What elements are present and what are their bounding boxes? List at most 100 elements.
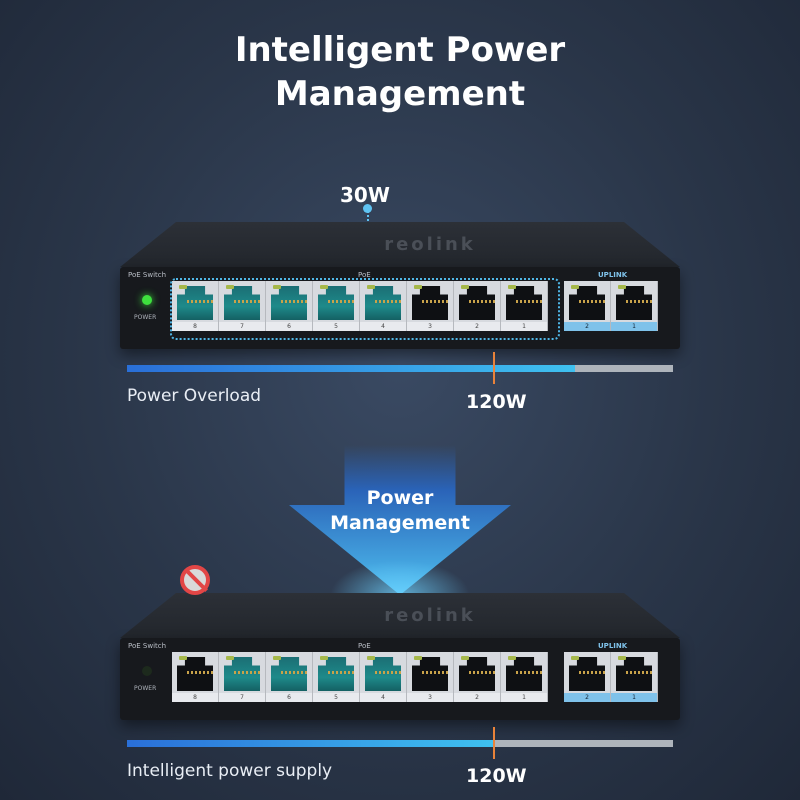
port-number: 5 xyxy=(313,693,359,702)
poe-label: PoE xyxy=(358,271,371,279)
rj45-jack xyxy=(224,657,260,691)
port-pins xyxy=(516,671,542,674)
poe-port-3: 3 xyxy=(407,652,454,702)
port-number: 3 xyxy=(407,322,453,331)
port-led xyxy=(461,285,469,289)
rj45-jack xyxy=(459,657,495,691)
poe-port-8: 8 xyxy=(172,281,219,331)
uplink-port-2: 2 xyxy=(564,281,611,331)
power-bar-fill xyxy=(127,740,493,747)
power-led xyxy=(142,295,152,305)
port-number: 2 xyxy=(454,693,500,702)
title-line-1: Intelligent Power xyxy=(234,30,566,70)
port-pins xyxy=(579,300,605,303)
port-led xyxy=(320,285,328,289)
poe-port-4: 4 xyxy=(360,281,407,331)
port-pins xyxy=(234,671,260,674)
power-limit-marker xyxy=(492,352,495,384)
uplink-port-2: 2 xyxy=(564,652,611,702)
switch-name: PoE Switch xyxy=(128,271,167,279)
poe-port-5: 5 xyxy=(313,652,360,702)
power-bar-top xyxy=(127,352,673,384)
brand-logo: reolink xyxy=(384,605,476,626)
poe-label: PoE xyxy=(358,642,371,650)
port-number: 6 xyxy=(266,693,312,702)
poe-port-6: 6 xyxy=(266,281,313,331)
rj45-jack xyxy=(365,657,401,691)
port-pins xyxy=(187,300,213,303)
port-pins xyxy=(626,300,652,303)
port-number: 1 xyxy=(611,693,657,702)
port-number: 6 xyxy=(266,322,312,331)
rj45-jack xyxy=(271,657,307,691)
rj45-jack xyxy=(412,657,448,691)
title-line-2: Management xyxy=(274,74,526,114)
port-pins xyxy=(469,671,495,674)
port-led xyxy=(179,656,187,660)
poe-port-4: 4 xyxy=(360,652,407,702)
switch-name: PoE Switch xyxy=(128,642,167,650)
port-number: 2 xyxy=(564,693,610,702)
port-led xyxy=(320,656,328,660)
port-number: 2 xyxy=(564,322,610,331)
poe-port-3: 3 xyxy=(407,281,454,331)
port-number: 7 xyxy=(219,693,265,702)
poe-port-8: 8 xyxy=(172,652,219,702)
rj45-jack xyxy=(616,286,652,320)
port-led xyxy=(367,285,375,289)
rj45-jack xyxy=(318,657,354,691)
rj45-jack xyxy=(616,657,652,691)
switch-top-cover xyxy=(120,222,680,267)
port-led xyxy=(226,285,234,289)
poe-port-1: 1 xyxy=(501,652,548,702)
status-text-bottom: Intelligent power supply xyxy=(127,761,333,781)
power-bar-fill xyxy=(127,365,575,372)
port-pins xyxy=(281,671,307,674)
poe-port-5: 5 xyxy=(313,281,360,331)
power-led xyxy=(142,666,152,676)
port-pins xyxy=(187,671,213,674)
power-label: POWER xyxy=(134,685,157,692)
port-pins xyxy=(422,671,448,674)
port-led xyxy=(414,285,422,289)
port-led xyxy=(367,656,375,660)
port-number: 3 xyxy=(407,693,453,702)
port-pins xyxy=(328,671,354,674)
rj45-jack xyxy=(177,657,213,691)
poe-port-7: 7 xyxy=(219,281,266,331)
port-pins xyxy=(626,671,652,674)
port-led xyxy=(618,656,626,660)
port-number: 4 xyxy=(360,693,406,702)
arrow-label-line-2: Management xyxy=(330,512,470,534)
port-led xyxy=(618,285,626,289)
uplink-port-1: 1 xyxy=(611,281,658,331)
port-pins xyxy=(328,300,354,303)
port-number: 7 xyxy=(219,322,265,331)
power-label: POWER xyxy=(134,314,157,321)
poe-port-7: 7 xyxy=(219,652,266,702)
port-led xyxy=(414,656,422,660)
port-number: 1 xyxy=(501,322,547,331)
port-number: 8 xyxy=(172,693,218,702)
arrow-label: Power Management xyxy=(289,486,511,536)
rj45-jack xyxy=(569,286,605,320)
poe-port-6: 6 xyxy=(266,652,313,702)
port-led xyxy=(273,285,281,289)
power-bar-bottom xyxy=(127,727,673,759)
brand-logo: reolink xyxy=(384,234,476,255)
poe-port-2: 2 xyxy=(454,281,501,331)
poe-port-1: 1 xyxy=(501,281,548,331)
port-number: 5 xyxy=(313,322,359,331)
port-pins xyxy=(579,671,605,674)
port-number: 2 xyxy=(454,322,500,331)
arrow-label-line-1: Power xyxy=(366,487,434,509)
power-limit-marker xyxy=(492,727,495,759)
port-led xyxy=(508,656,516,660)
switch-top-cover xyxy=(120,593,680,638)
port-led xyxy=(226,656,234,660)
port-number: 4 xyxy=(360,322,406,331)
port-pins xyxy=(516,300,542,303)
